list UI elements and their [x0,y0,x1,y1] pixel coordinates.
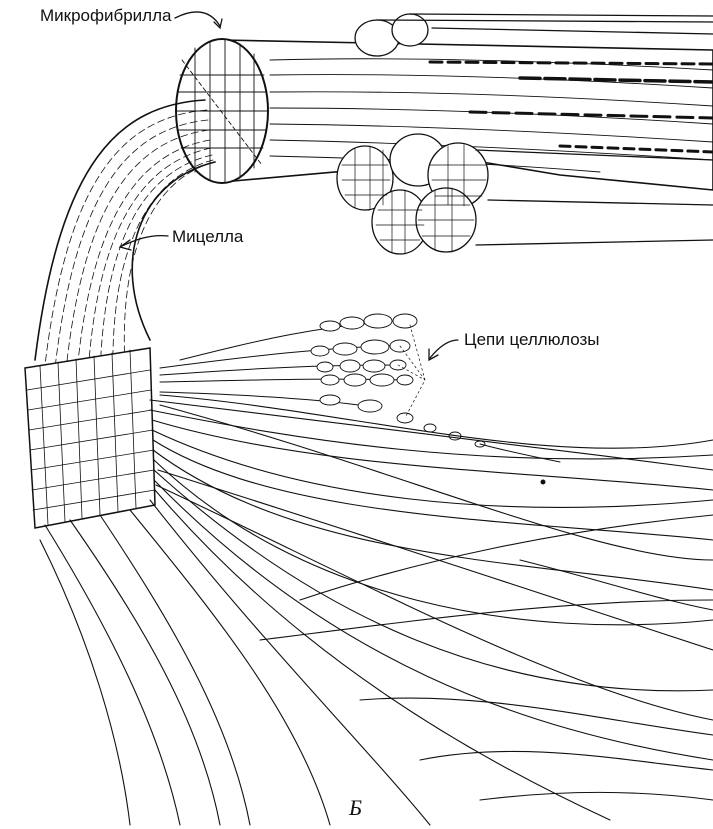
microfibril-label: Микрофибрилла [40,6,171,26]
panel-letter: Б [349,795,362,821]
chain-dot [541,480,545,484]
micelle-label: Мицелла [172,227,243,247]
micelle-band [25,100,215,528]
micelle-block [25,348,155,528]
microfibril-arrow [175,12,220,26]
microfibril-cross-section [176,39,268,183]
chains-arrow [430,340,458,358]
cellulose-chains-label: Цепи целлюлозы [464,330,600,350]
microfibril-bundle [176,14,713,254]
